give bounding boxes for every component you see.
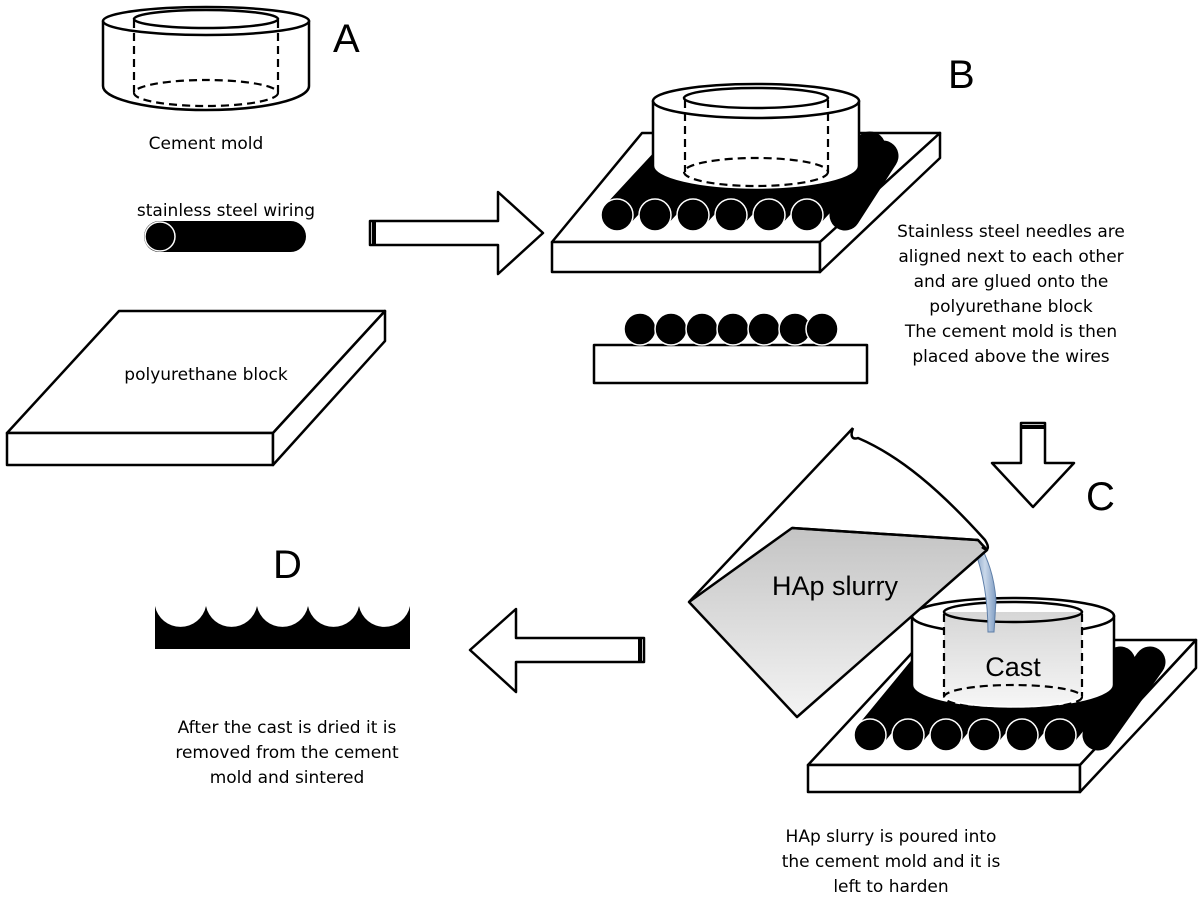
caption-b-line: placed above the wires (912, 347, 1109, 367)
caption-b-line: polyurethane block (929, 297, 1093, 317)
wiring-label: stainless steel wiring (137, 201, 315, 221)
caption-b-line: Stainless steel needles are (897, 222, 1125, 242)
caption-c-line: the cement mold and it is (782, 852, 1001, 872)
cement-mold-a (101, 5, 311, 112)
cement-mold-b (651, 82, 861, 192)
panel-c-letter: C (1086, 475, 1115, 519)
beaker-label: HAp slurry (772, 571, 899, 601)
panel-b-letter: B (948, 53, 975, 97)
cement-mold-c (910, 596, 1116, 711)
caption-c: HAp slurry is poured into the cement mol… (782, 827, 1001, 897)
caption-d-line: removed from the cement (175, 743, 399, 763)
panel-d-letter: D (273, 543, 302, 587)
caption-b-line: The cement mold is then (904, 322, 1117, 342)
polyurethane-block (5, 309, 387, 467)
caption-d-line: mold and sintered (210, 768, 365, 788)
panel-a-letter: A (333, 17, 360, 61)
panel-c: C C (687, 427, 1198, 897)
caption-c-line: HAp slurry is poured into (786, 827, 997, 847)
cast-label: Cast (985, 652, 1041, 682)
arrow-right (368, 190, 545, 276)
block-label: polyurethane block (124, 365, 288, 385)
caption-b-line: aligned next to each other (898, 247, 1123, 267)
arrow-down (990, 421, 1076, 509)
panel-b: B (550, 53, 1125, 385)
panel-a: A Cement mold stainless steel wiring pol… (5, 5, 387, 467)
steel-wire (144, 221, 306, 252)
caption-b-line: and are glued onto the (914, 272, 1109, 292)
caption-d-line: After the cast is dried it is (178, 718, 397, 738)
beaker (687, 427, 990, 719)
caption-b: Stainless steel needles are aligned next… (897, 222, 1125, 367)
cement-mold-label: Cement mold (149, 134, 264, 154)
pour-stream (973, 538, 997, 633)
caption-c-line: left to harden (833, 877, 948, 897)
sintered-scaffold (155, 606, 410, 649)
panel-d: D After the cast is dried it is removed … (155, 543, 410, 788)
arrow-left (468, 607, 646, 694)
caption-d: After the cast is dried it is removed fr… (175, 718, 399, 788)
side-view-b (592, 312, 869, 385)
